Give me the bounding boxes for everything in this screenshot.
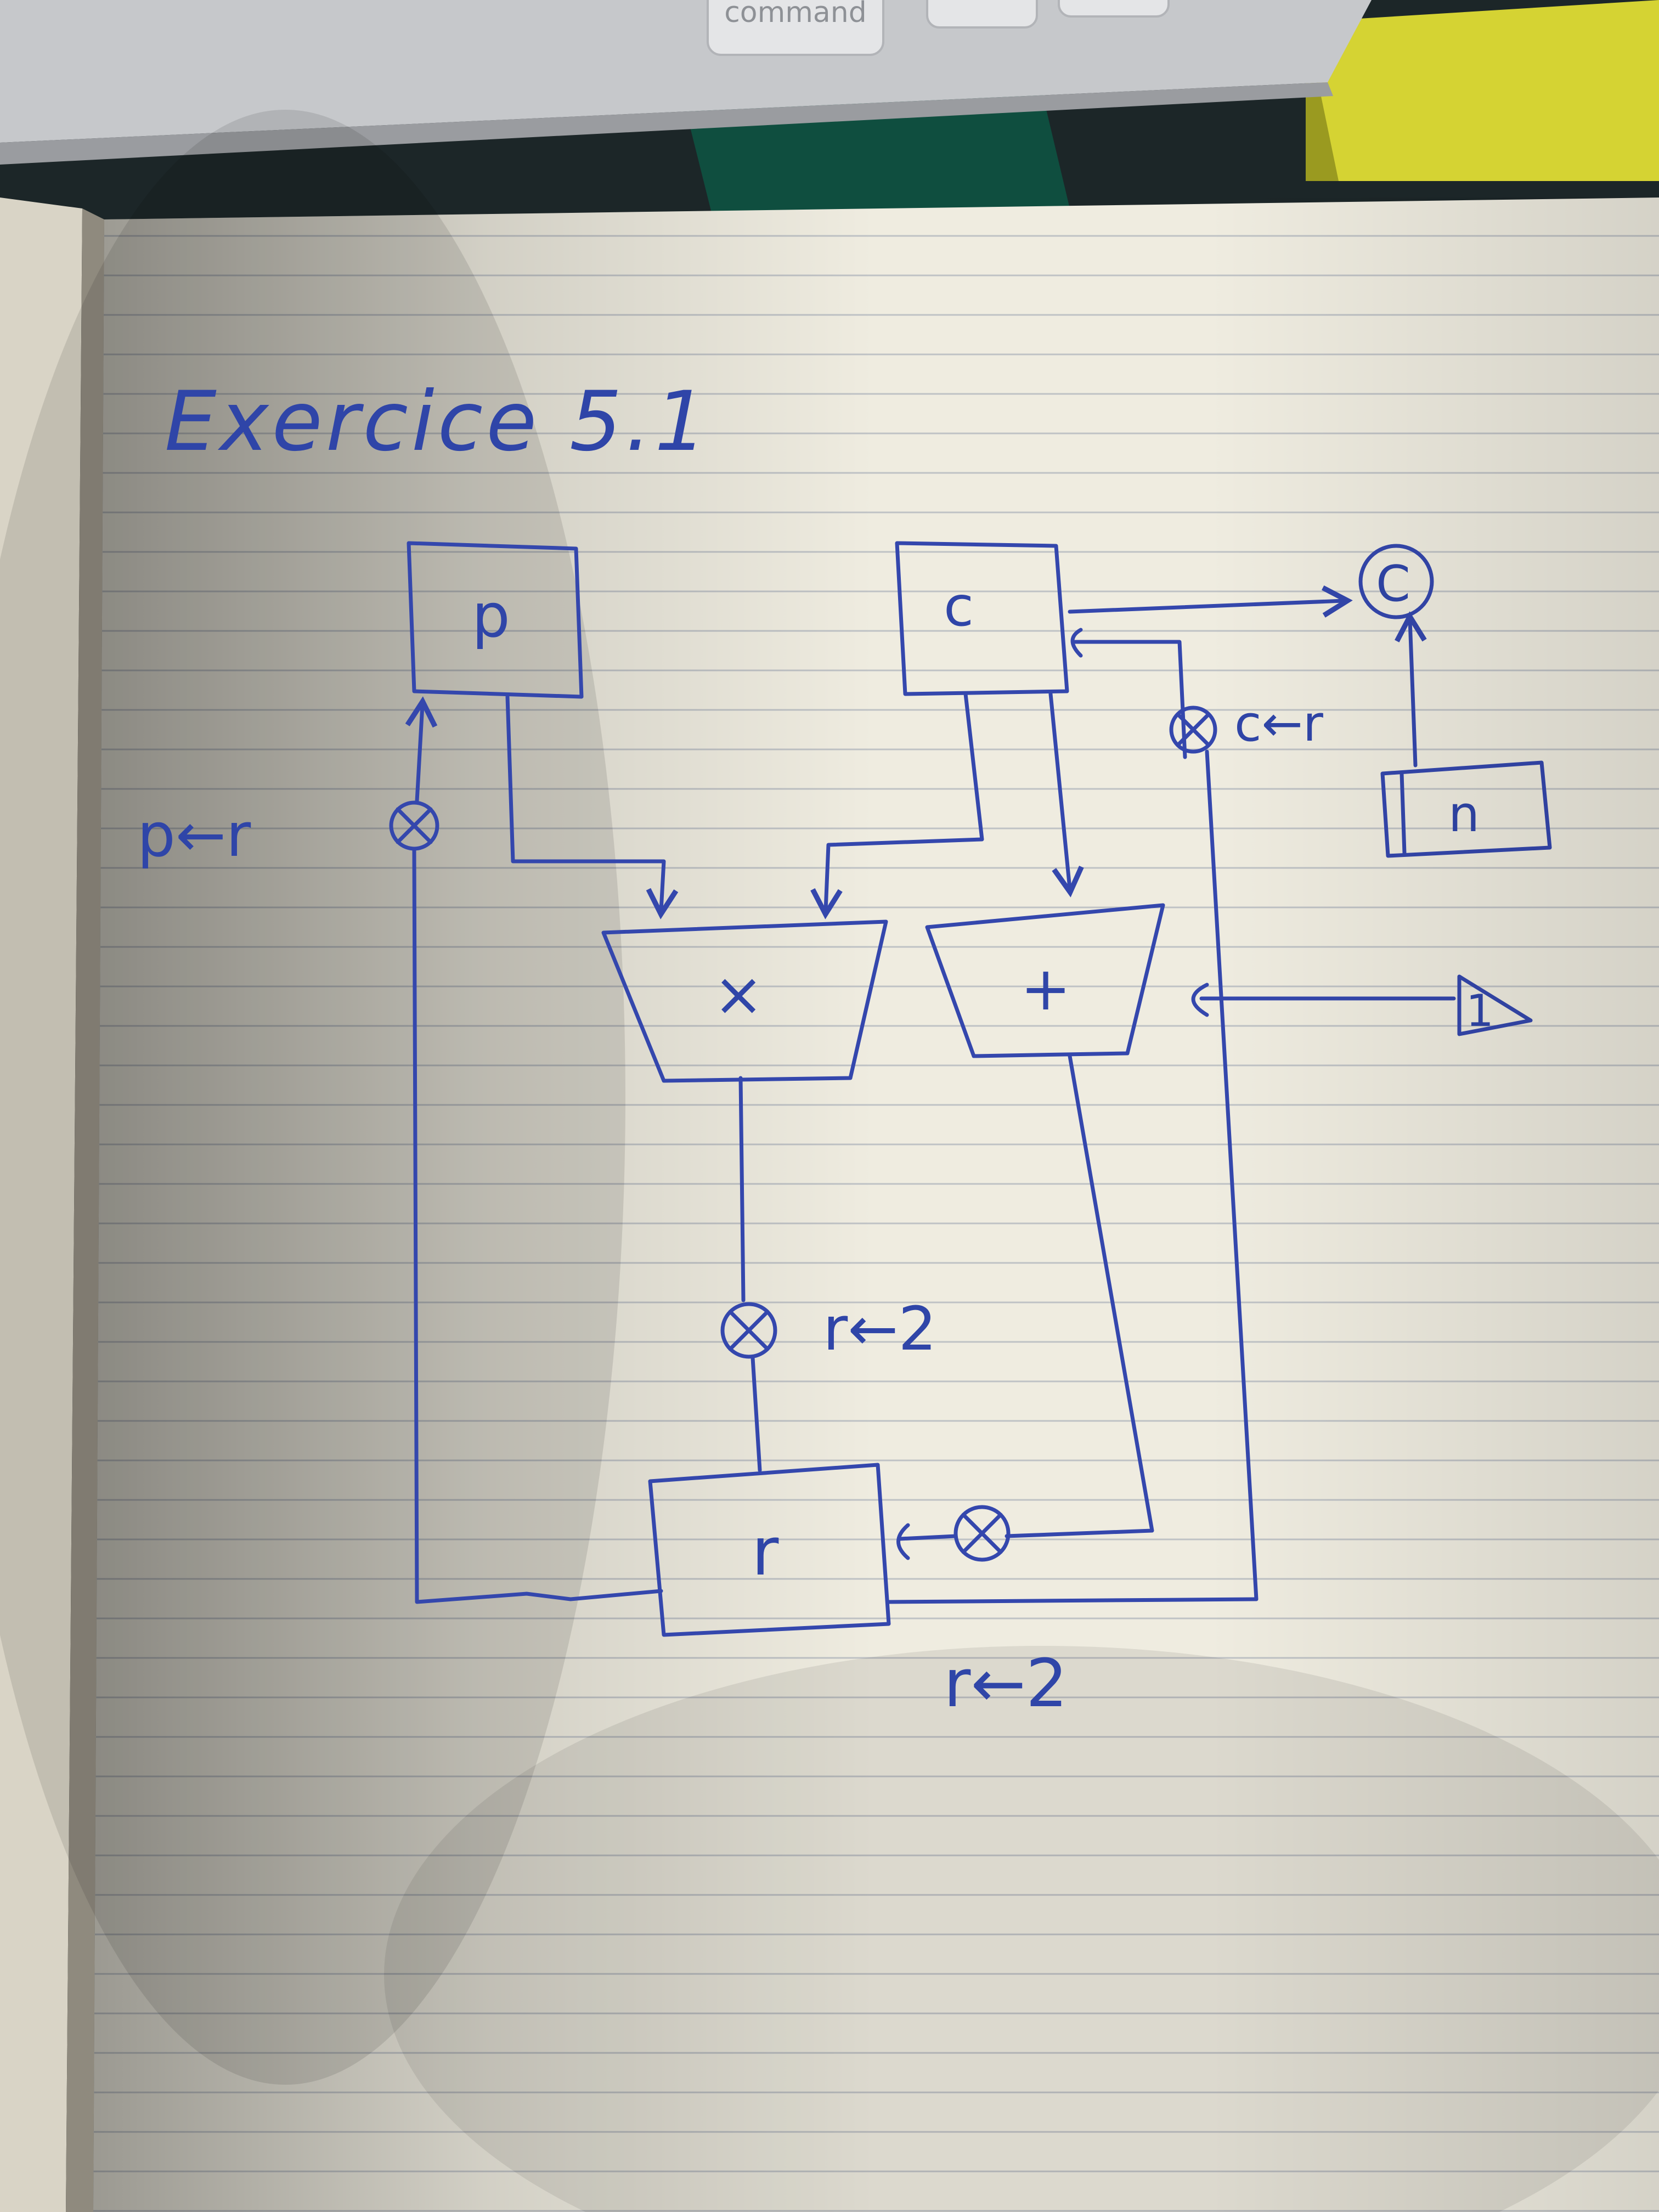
page-heading: Exercice 5.1 xyxy=(165,374,710,470)
register-p: p xyxy=(407,541,584,699)
assign-p-label: p←r xyxy=(137,800,251,870)
green-object xyxy=(686,93,1070,219)
adder-op: + xyxy=(1020,953,1071,1024)
register-p-label: p xyxy=(472,580,510,651)
mux-r-adder xyxy=(896,1054,1154,1562)
mux-r-mid: r←2 xyxy=(720,1076,936,1472)
assign-r-bottom-label: r←2 xyxy=(944,1646,1068,1722)
mux-p: p←r xyxy=(137,696,439,870)
multiplier-unit: × xyxy=(601,919,888,1083)
register-r: r xyxy=(648,1463,891,1637)
assign-r-mid-label: r←2 xyxy=(823,1294,936,1364)
register-r-label: r xyxy=(752,1514,779,1590)
register-c: c xyxy=(895,541,1069,696)
yellow-object xyxy=(1306,0,1659,181)
keyboard: command xyxy=(0,0,1372,165)
register-c-label: c xyxy=(944,574,974,639)
adder-unit: + xyxy=(925,903,1165,1058)
notebook-left-page xyxy=(0,198,104,2212)
command-key: command xyxy=(707,0,884,56)
multiplier-op: × xyxy=(713,959,764,1029)
command-key-label: command xyxy=(724,0,867,29)
